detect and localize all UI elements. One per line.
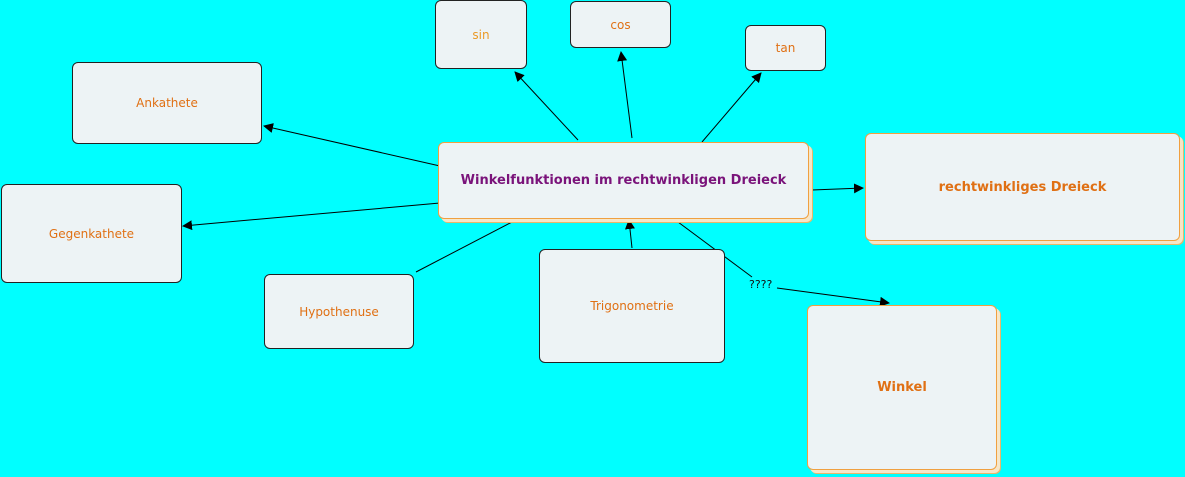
gegenkathete-node[interactable]: Gegenkathete [1, 184, 182, 283]
edge-label-winkel: ???? [748, 278, 774, 291]
trigonometrie-node[interactable]: Trigonometrie [539, 249, 725, 363]
edge-center-winkel-part2 [776, 287, 890, 307]
cos-node[interactable]: cos [570, 1, 671, 48]
rechtwinkliges-dreieck-label: rechtwinkliges Dreieck [938, 179, 1107, 195]
sin-node[interactable]: sin [435, 0, 527, 69]
ankathete-label: Ankathete [136, 96, 198, 110]
sin-label: sin [472, 27, 490, 42]
winkel-node[interactable]: Winkel [807, 305, 997, 470]
edge-center-gegenkathete [182, 202, 441, 231]
trigonometrie-label: Trigonometrie [590, 299, 674, 313]
edge-trigonometrie-center [624, 219, 635, 249]
center-topic-node[interactable]: Winkelfunktionen im rechtwinkligen Dreie… [438, 142, 809, 219]
ankathete-node[interactable]: Ankathete [72, 62, 262, 144]
gegenkathete-label: Gegenkathete [48, 226, 135, 241]
edge-center-tan [701, 72, 762, 143]
edge-center-ankathete [263, 123, 441, 167]
edge-center-dreieck [811, 183, 864, 194]
hypothenuse-node[interactable]: Hypothenuse [264, 274, 414, 349]
edge-center-sin [514, 71, 579, 141]
center-topic-label: Winkelfunktionen im rechtwinkligen Dreie… [460, 173, 787, 188]
tan-node[interactable]: tan [745, 25, 826, 71]
hypothenuse-label: Hypothenuse [299, 304, 379, 319]
rechtwinkliges-dreieck-node[interactable]: rechtwinkliges Dreieck [865, 133, 1180, 241]
edge-center-cos [617, 51, 633, 139]
cos-label: cos [610, 17, 631, 32]
tan-label: tan [775, 41, 796, 55]
edge-hypothenuse-center [415, 221, 513, 273]
winkel-label: Winkel [877, 380, 927, 395]
